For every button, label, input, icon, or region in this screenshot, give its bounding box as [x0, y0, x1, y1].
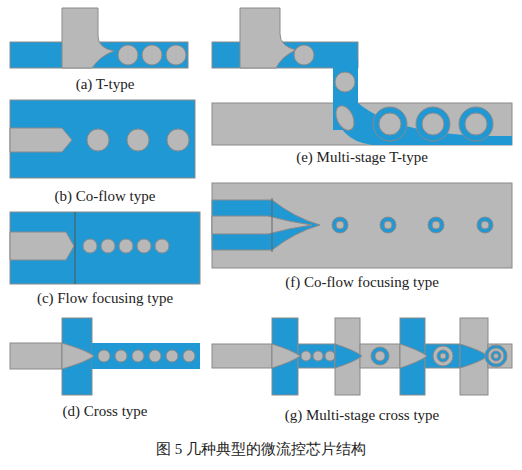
panel-label: (g) Multi-stage cross type	[285, 406, 440, 424]
panel-label: (d) Cross type	[63, 402, 148, 420]
panel-label: (b) Co-flow type	[55, 187, 156, 205]
panel-label: (c) Flow focusing type	[37, 289, 173, 307]
figure-caption: 图 5 几种典型的微流控芯片结构	[156, 440, 366, 458]
panel-label: (a) T-type	[76, 75, 135, 93]
panel-label: (e) Multi-stage T-type	[296, 148, 428, 166]
panel-label: (f) Co-flow focusing type	[285, 273, 439, 291]
